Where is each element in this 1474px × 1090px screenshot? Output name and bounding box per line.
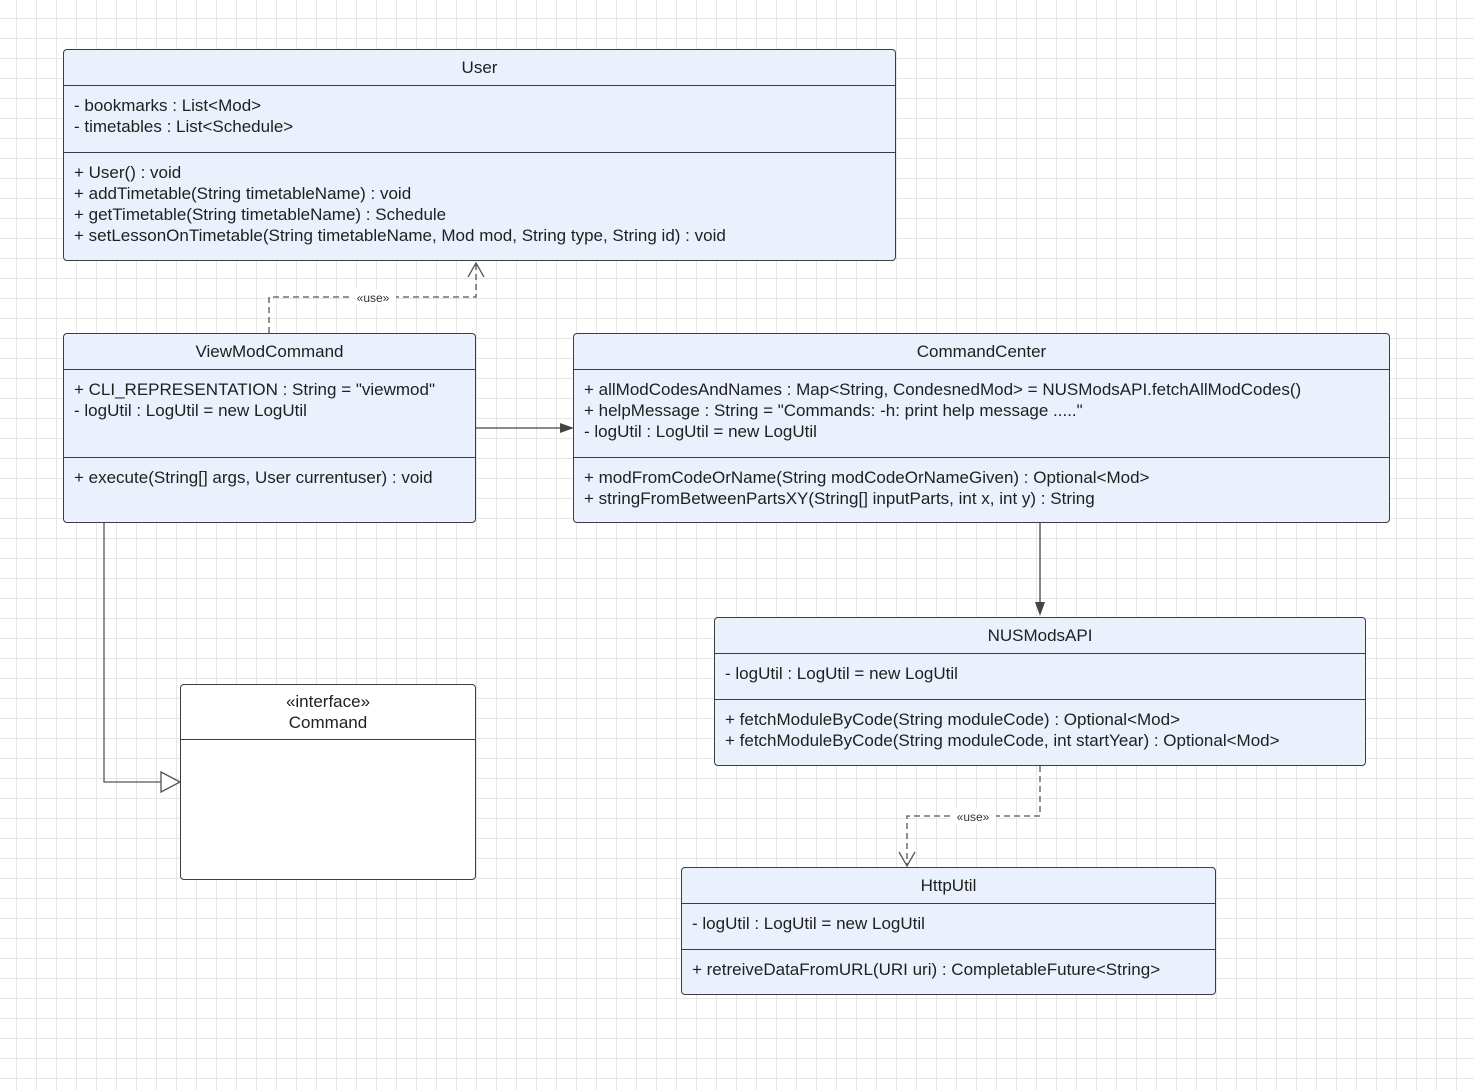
class-commandcenter[interactable]: CommandCenter + allModCodesAndNames : Ma… <box>573 333 1390 523</box>
filled-arrowhead <box>1035 602 1045 616</box>
open-arrowhead <box>898 851 916 868</box>
attribute: - timetables : List<Schedule> <box>74 117 294 136</box>
methods-section: + modFromCodeOrName(String modCodeOrName… <box>574 458 1389 509</box>
use-dependency-viewmod-user[interactable] <box>268 262 477 333</box>
attributes-section: - logUtil : LogUtil = new LogUtil <box>682 904 1215 950</box>
filled-arrowhead <box>560 423 574 433</box>
method: + setLessonOnTimetable(String timetableN… <box>74 226 726 245</box>
realization-viewmod-command[interactable] <box>103 523 161 783</box>
attribute: - logUtil : LogUtil = new LogUtil <box>692 914 925 933</box>
use-label-bg <box>350 289 396 305</box>
class-name-header: HttpUtil <box>682 868 1215 904</box>
method: + stringFromBetweenPartsXY(String[] inpu… <box>584 489 1095 508</box>
stereotype-label: «interface» <box>285 692 371 711</box>
class-viewmodcommand[interactable]: ViewModCommand + CLI_REPRESENTATION : St… <box>63 333 476 523</box>
method: + addTimetable(String timetableName) : v… <box>74 184 412 203</box>
methods-section: + User() : void + addTimetable(String ti… <box>64 153 895 246</box>
class-name-header: NUSModsAPI <box>715 618 1365 654</box>
use-label-bg <box>950 808 996 824</box>
class-nusmodsapi[interactable]: NUSModsAPI - logUtil : LogUtil = new Log… <box>714 617 1366 766</box>
method: + modFromCodeOrName(String modCodeOrName… <box>584 468 1150 487</box>
attributes-section: - bookmarks : List<Mod> - timetables : L… <box>64 86 895 153</box>
method: + User() : void <box>74 163 182 182</box>
attribute: + allModCodesAndNames : Map<String, Cond… <box>584 380 1302 399</box>
class-name: NUSModsAPI <box>987 626 1093 645</box>
class-name: ViewModCommand <box>195 342 344 361</box>
methods-section: + fetchModuleByCode(String moduleCode) :… <box>715 700 1365 751</box>
attributes-section: - logUtil : LogUtil = new LogUtil <box>715 654 1365 700</box>
class-name: User <box>461 58 498 77</box>
open-arrowhead <box>467 261 485 278</box>
method: + fetchModuleByCode(String moduleCode) :… <box>725 710 1181 729</box>
class-name-header: User <box>64 50 895 86</box>
attribute: - logUtil : LogUtil = new LogUtil <box>74 401 307 420</box>
interface-command[interactable]: «interface» Command <box>180 684 476 880</box>
attribute: - logUtil : LogUtil = new LogUtil <box>584 422 817 441</box>
class-name: CommandCenter <box>916 342 1047 361</box>
use-label-1: «use» <box>357 291 390 305</box>
attribute: + CLI_REPRESENTATION : String = "viewmod… <box>74 380 435 399</box>
attributes-section: + CLI_REPRESENTATION : String = "viewmod… <box>64 370 475 458</box>
method: + retreiveDataFromURL(URI uri) : Complet… <box>692 960 1161 979</box>
use-dependency-nusmods-httputil[interactable] <box>906 766 1041 866</box>
interface-header: «interface» Command <box>181 685 475 740</box>
class-user[interactable]: User - bookmarks : List<Mod> - timetable… <box>63 49 896 261</box>
method: + execute(String[] args, User currentuse… <box>74 468 433 487</box>
class-name-header: CommandCenter <box>574 334 1389 370</box>
class-httputil[interactable]: HttpUtil - logUtil : LogUtil = new LogUt… <box>681 867 1216 995</box>
method: + fetchModuleByCode(String moduleCode, i… <box>725 731 1280 750</box>
methods-section: + retreiveDataFromURL(URI uri) : Complet… <box>682 950 1215 980</box>
attributes-section: + allModCodesAndNames : Map<String, Cond… <box>574 370 1389 458</box>
methods-section: + execute(String[] args, User currentuse… <box>64 458 475 488</box>
class-name-header: ViewModCommand <box>64 334 475 370</box>
attribute: - logUtil : LogUtil = new LogUtil <box>725 664 958 683</box>
class-name: HttpUtil <box>920 876 977 895</box>
attribute: - bookmarks : List<Mod> <box>74 96 262 115</box>
use-label-2: «use» <box>957 810 990 824</box>
hollow-triangle-arrowhead <box>160 770 182 794</box>
attribute: + helpMessage : String = "Commands: -h: … <box>584 401 1083 420</box>
method: + getTimetable(String timetableName) : S… <box>74 205 447 224</box>
class-name: Command <box>288 713 368 732</box>
